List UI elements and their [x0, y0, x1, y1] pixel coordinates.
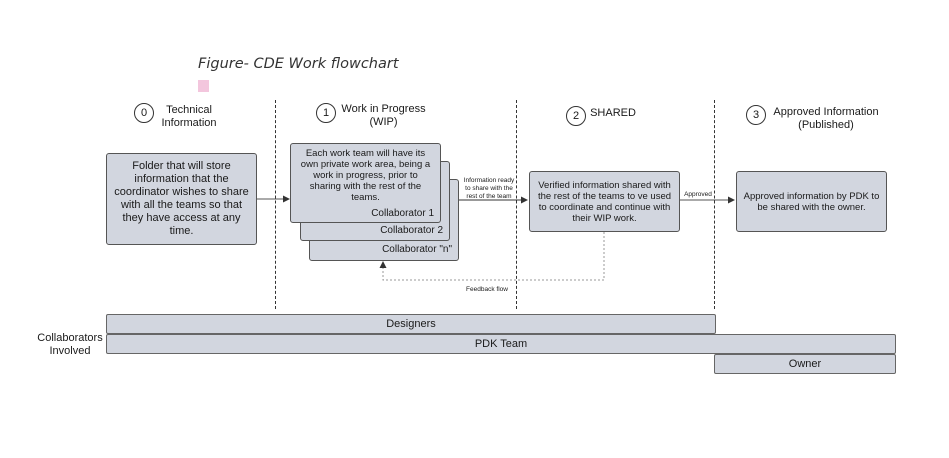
owner-bar-label: Owner [788, 358, 822, 370]
pdk-team-bar-label: PDK Team [474, 338, 528, 350]
owner-bar: Owner [714, 354, 896, 374]
stage-2-title: SHARED [590, 107, 636, 119]
collaborators-involved-label: Collaborators Involved [37, 332, 103, 357]
stage-1-title: Work in Progress (WIP) [341, 103, 426, 128]
stage-0-title: Technical Information [161, 104, 217, 129]
designers-bar: Designers [106, 314, 716, 334]
stage-1-number: 1 [316, 103, 336, 123]
info-ready-label: Information ready to share with the rest… [463, 177, 515, 200]
feedback-flow-line [379, 232, 605, 281]
collaborator-1-label: Collaborator 1 [371, 208, 434, 219]
stage-3-number: 3 [746, 105, 766, 125]
pdk-team-bar: PDK Team [106, 334, 896, 354]
technical-information-box: Folder that will store information that … [106, 153, 257, 245]
feedback-flow-label: Feedback flow [466, 286, 508, 293]
designers-bar-label: Designers [386, 318, 436, 330]
approved-information-text: Approved information by PDK to be shared… [743, 190, 880, 213]
collaborator-n-label: Collaborator "n" [382, 244, 452, 255]
stage-divider-3 [714, 100, 715, 309]
technical-information-text: Folder that will store information that … [114, 160, 249, 237]
approved-label: Approved [684, 191, 712, 198]
title-accent-mark [198, 80, 209, 92]
stage-divider-1 [275, 100, 276, 309]
figure-title: Figure- CDE Work flowchart [198, 56, 399, 72]
stage-2-number: 2 [566, 106, 586, 126]
collaborator-1-card: Each work team will have its own private… [290, 143, 441, 223]
wip-description: Each work team will have its own private… [300, 148, 431, 203]
stage-divider-2 [516, 100, 517, 309]
stage-3-title: Approved Information (Published) [773, 106, 879, 131]
shared-information-box: Verified information shared with the res… [529, 171, 680, 232]
stage-0-number: 0 [134, 103, 154, 123]
approved-information-box: Approved information by PDK to be shared… [736, 171, 887, 232]
collaborator-2-label: Collaborator 2 [380, 225, 443, 236]
shared-information-text: Verified information shared with the res… [537, 179, 672, 224]
